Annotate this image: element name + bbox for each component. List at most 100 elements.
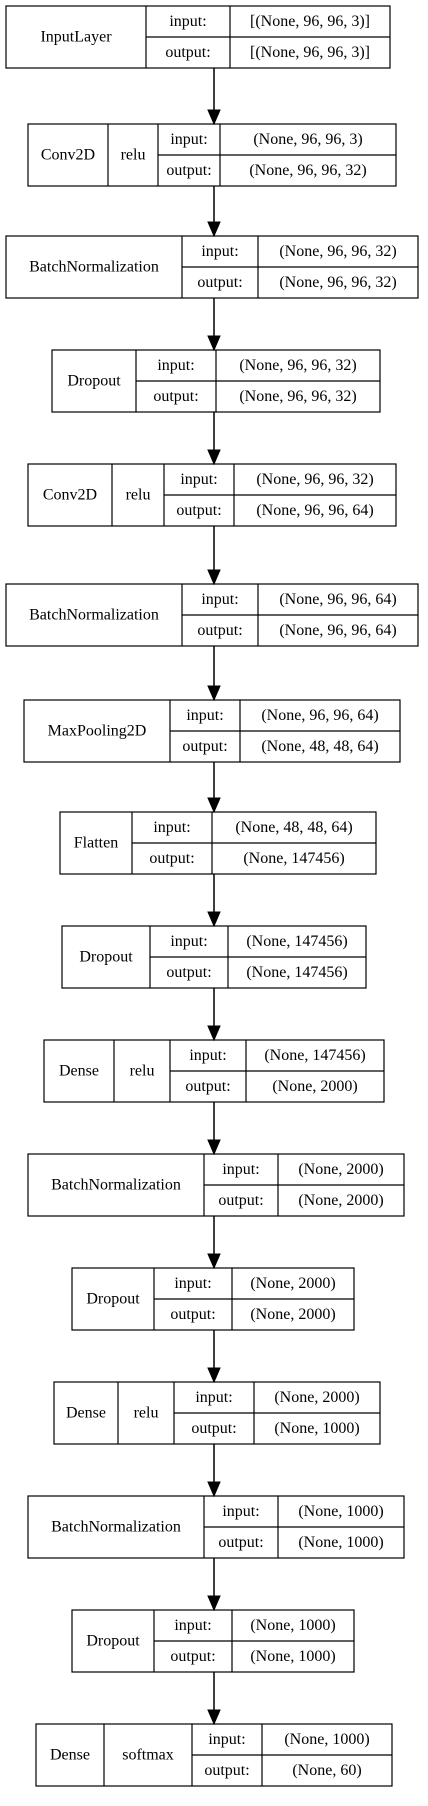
layer-name: BatchNormalization bbox=[51, 1177, 181, 1194]
output-shape: (None, 147456) bbox=[243, 850, 344, 867]
input-label: input: bbox=[201, 591, 238, 608]
output-shape: (None, 147456) bbox=[246, 964, 347, 981]
output-label: output: bbox=[197, 622, 242, 639]
input-shape: (None, 96, 96, 32) bbox=[239, 357, 356, 374]
connector-arrow bbox=[207, 988, 221, 1042]
output-label: output: bbox=[191, 1420, 236, 1437]
output-label: output: bbox=[149, 850, 194, 867]
input-label: input: bbox=[208, 1731, 245, 1748]
connector-arrow bbox=[207, 1444, 221, 1498]
input-shape: (None, 2000) bbox=[274, 1389, 359, 1406]
output-shape: (None, 1000) bbox=[250, 1648, 335, 1665]
connector-arrow bbox=[207, 874, 221, 928]
output-shape: (None, 60) bbox=[292, 1762, 361, 1779]
input-shape: (None, 96, 96, 64) bbox=[261, 707, 378, 724]
arrow-head bbox=[207, 449, 221, 466]
layer-activation: relu bbox=[134, 1405, 159, 1422]
connector-arrow bbox=[207, 1672, 221, 1726]
connector-arrow bbox=[207, 526, 221, 586]
input-shape: (None, 96, 96, 3) bbox=[253, 131, 362, 148]
arrow-head bbox=[207, 911, 221, 928]
output-shape: (None, 96, 96, 32) bbox=[279, 274, 396, 291]
arrow-head bbox=[207, 1595, 221, 1612]
arrow-head bbox=[207, 109, 221, 126]
arrow-head bbox=[207, 1367, 221, 1384]
output-shape: (None, 1000) bbox=[298, 1534, 383, 1551]
input-label: input: bbox=[180, 471, 217, 488]
arrow-head bbox=[207, 221, 221, 238]
output-label: output: bbox=[182, 738, 227, 755]
output-shape: (None, 2000) bbox=[272, 1078, 357, 1095]
arrow-head bbox=[207, 1139, 221, 1156]
input-shape: (None, 2000) bbox=[250, 1275, 335, 1292]
output-label: output: bbox=[204, 1762, 249, 1779]
layer-activation: relu bbox=[121, 147, 146, 164]
arrow-head bbox=[207, 1253, 221, 1270]
layer-name: Flatten bbox=[74, 835, 118, 852]
output-label: output: bbox=[218, 1192, 263, 1209]
layer-node: Conv2D relu input: output: (None, 96, 96, 32… bbox=[27, 463, 397, 527]
output-label: output: bbox=[165, 44, 210, 61]
input-label: input: bbox=[169, 13, 206, 30]
layer-name: Dropout bbox=[79, 949, 133, 966]
layer-node: BatchNormalization input: output: (None, 20… bbox=[27, 1153, 405, 1217]
layer-name: InputLayer bbox=[40, 29, 112, 46]
layer-name: Dense bbox=[66, 1405, 106, 1422]
input-label: input: bbox=[189, 1047, 226, 1064]
output-shape: (None, 48, 48, 64) bbox=[261, 738, 378, 755]
output-shape: (None, 96, 96, 64) bbox=[256, 502, 373, 519]
input-shape: (None, 96, 96, 32) bbox=[279, 243, 396, 260]
input-label: input: bbox=[170, 933, 207, 950]
input-label: input: bbox=[153, 819, 190, 836]
input-shape: (None, 147456) bbox=[246, 933, 347, 950]
arrow-head bbox=[207, 569, 221, 586]
input-shape: (None, 2000) bbox=[298, 1161, 383, 1178]
layer-name: Dropout bbox=[86, 1291, 140, 1308]
connector-arrow bbox=[207, 186, 221, 238]
connector-arrow bbox=[207, 412, 221, 466]
arrow-head bbox=[207, 685, 221, 702]
input-label: input: bbox=[222, 1503, 259, 1520]
layer-name: Conv2D bbox=[41, 147, 95, 164]
arrow-head bbox=[207, 335, 221, 352]
arrow-head bbox=[207, 1025, 221, 1042]
input-shape: (None, 147456) bbox=[264, 1047, 365, 1064]
layer-name: Dropout bbox=[86, 1633, 140, 1650]
arrow-head bbox=[207, 1481, 221, 1498]
arrow-head bbox=[207, 1709, 221, 1726]
output-label: output: bbox=[170, 1648, 215, 1665]
connector-arrow bbox=[207, 1216, 221, 1270]
layer-activation: relu bbox=[126, 487, 151, 504]
input-label: input: bbox=[157, 357, 194, 374]
input-label: input: bbox=[201, 243, 238, 260]
connector-arrow bbox=[207, 1330, 221, 1384]
output-label: output: bbox=[185, 1078, 230, 1095]
input-label: input: bbox=[222, 1161, 259, 1178]
output-shape: (None, 96, 96, 32) bbox=[239, 388, 356, 405]
input-shape: (None, 96, 96, 32) bbox=[256, 471, 373, 488]
connector-arrow bbox=[207, 298, 221, 352]
input-shape: (None, 96, 96, 64) bbox=[279, 591, 396, 608]
layer-name: Conv2D bbox=[43, 487, 97, 504]
output-shape: (None, 96, 96, 32) bbox=[249, 162, 366, 179]
input-label: input: bbox=[195, 1389, 232, 1406]
layer-name: Dropout bbox=[67, 373, 121, 390]
output-label: output: bbox=[176, 502, 221, 519]
layer-name: BatchNormalization bbox=[29, 607, 159, 624]
connector-arrow bbox=[207, 762, 221, 814]
layer-activation: relu bbox=[130, 1063, 155, 1080]
input-label: input: bbox=[186, 707, 223, 724]
layer-name: BatchNormalization bbox=[29, 259, 159, 276]
output-shape: (None, 2000) bbox=[250, 1306, 335, 1323]
